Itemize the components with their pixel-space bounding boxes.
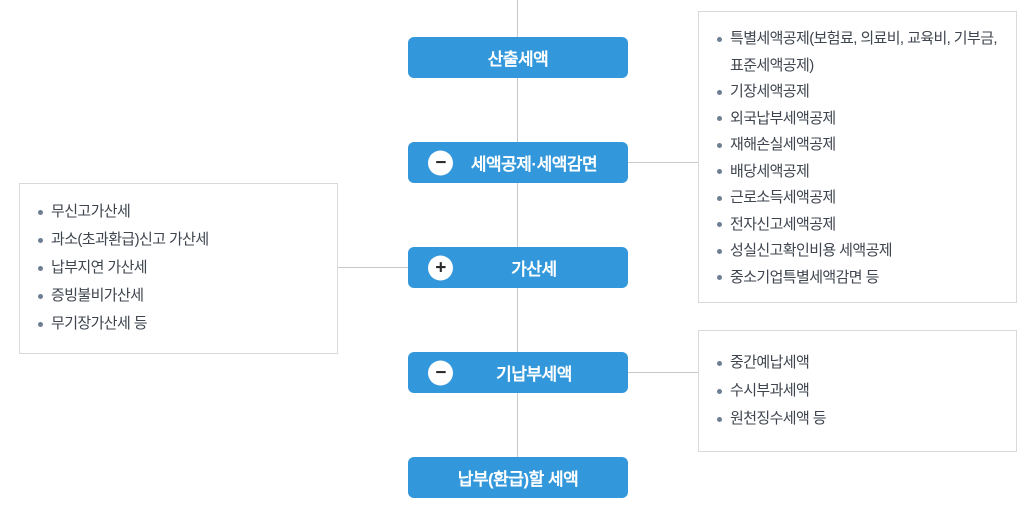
tax-credit-list: 특별세액공제(보험료, 의료비, 교육비, 기부금, 표준세액공제) 기장세액공… — [699, 26, 1008, 291]
flow-step-label: 가산세 — [511, 260, 557, 279]
flow-vertical-connector-line — [517, 0, 518, 457]
list-item: 납부지연 가산세 — [20, 254, 329, 282]
flow-step-calculated-tax: 산출세액 — [408, 37, 628, 78]
list-item: 재해손실세액공제 — [699, 132, 1008, 159]
flow-step-label: 세액공제·세액감면 — [470, 155, 598, 174]
list-item: 중간예납세액 — [699, 349, 1008, 377]
list-item: 수시부과세액 — [699, 377, 1008, 405]
list-item: 과소(초과환급)신고 가산세 — [20, 226, 329, 254]
list-item: 전자신고세액공제 — [699, 212, 1008, 239]
connector-prepaid-panel-line — [628, 372, 698, 373]
flow-step-penalty-tax: + 가산세 — [408, 247, 628, 288]
minus-icon: − — [428, 360, 453, 385]
list-item: 증빙불비가산세 — [20, 282, 329, 310]
list-item: 근로소득세액공제 — [699, 185, 1008, 212]
list-item: 성실신고확인비용 세액공제 — [699, 238, 1008, 265]
prepaid-tax-list: 중간예납세액 수시부과세액 원천징수세액 등 — [699, 349, 1008, 433]
plus-icon: + — [428, 255, 453, 280]
list-item: 무신고가산세 — [20, 198, 329, 226]
list-item: 중소기업특별세액감면 등 — [699, 265, 1008, 292]
prepaid-tax-detail-panel: 중간예납세액 수시부과세액 원천징수세액 등 — [698, 330, 1017, 452]
minus-icon: − — [428, 150, 453, 175]
penalty-tax-list: 무신고가산세 과소(초과환급)신고 가산세 납부지연 가산세 증빙불비가산세 무… — [20, 198, 329, 338]
list-item: 기장세액공제 — [699, 79, 1008, 106]
tax-credit-detail-panel: 특별세액공제(보험료, 의료비, 교육비, 기부금, 표준세액공제) 기장세액공… — [698, 11, 1017, 303]
list-item: 외국납부세액공제 — [699, 106, 1008, 133]
flow-step-label: 산출세액 — [487, 50, 549, 69]
connector-credits-panel-line — [628, 162, 698, 163]
flow-step-prepaid-tax: − 기납부세액 — [408, 352, 628, 393]
flow-step-tax-credit-reduction: − 세액공제·세액감면 — [408, 142, 628, 183]
flow-step-label: 기납부세액 — [496, 365, 572, 384]
list-item: 원천징수세액 등 — [699, 405, 1008, 433]
list-item: 특별세액공제(보험료, 의료비, 교육비, 기부금, 표준세액공제) — [699, 26, 1008, 79]
list-item: 배당세액공제 — [699, 159, 1008, 186]
flow-step-label: 납부(환급)할 세액 — [457, 470, 579, 489]
penalty-tax-detail-panel: 무신고가산세 과소(초과환급)신고 가산세 납부지연 가산세 증빙불비가산세 무… — [19, 183, 338, 354]
list-item: 무기장가산세 등 — [20, 310, 329, 338]
connector-penalty-panel-line — [338, 267, 408, 268]
flow-step-tax-payable-refundable: 납부(환급)할 세액 — [408, 457, 628, 498]
